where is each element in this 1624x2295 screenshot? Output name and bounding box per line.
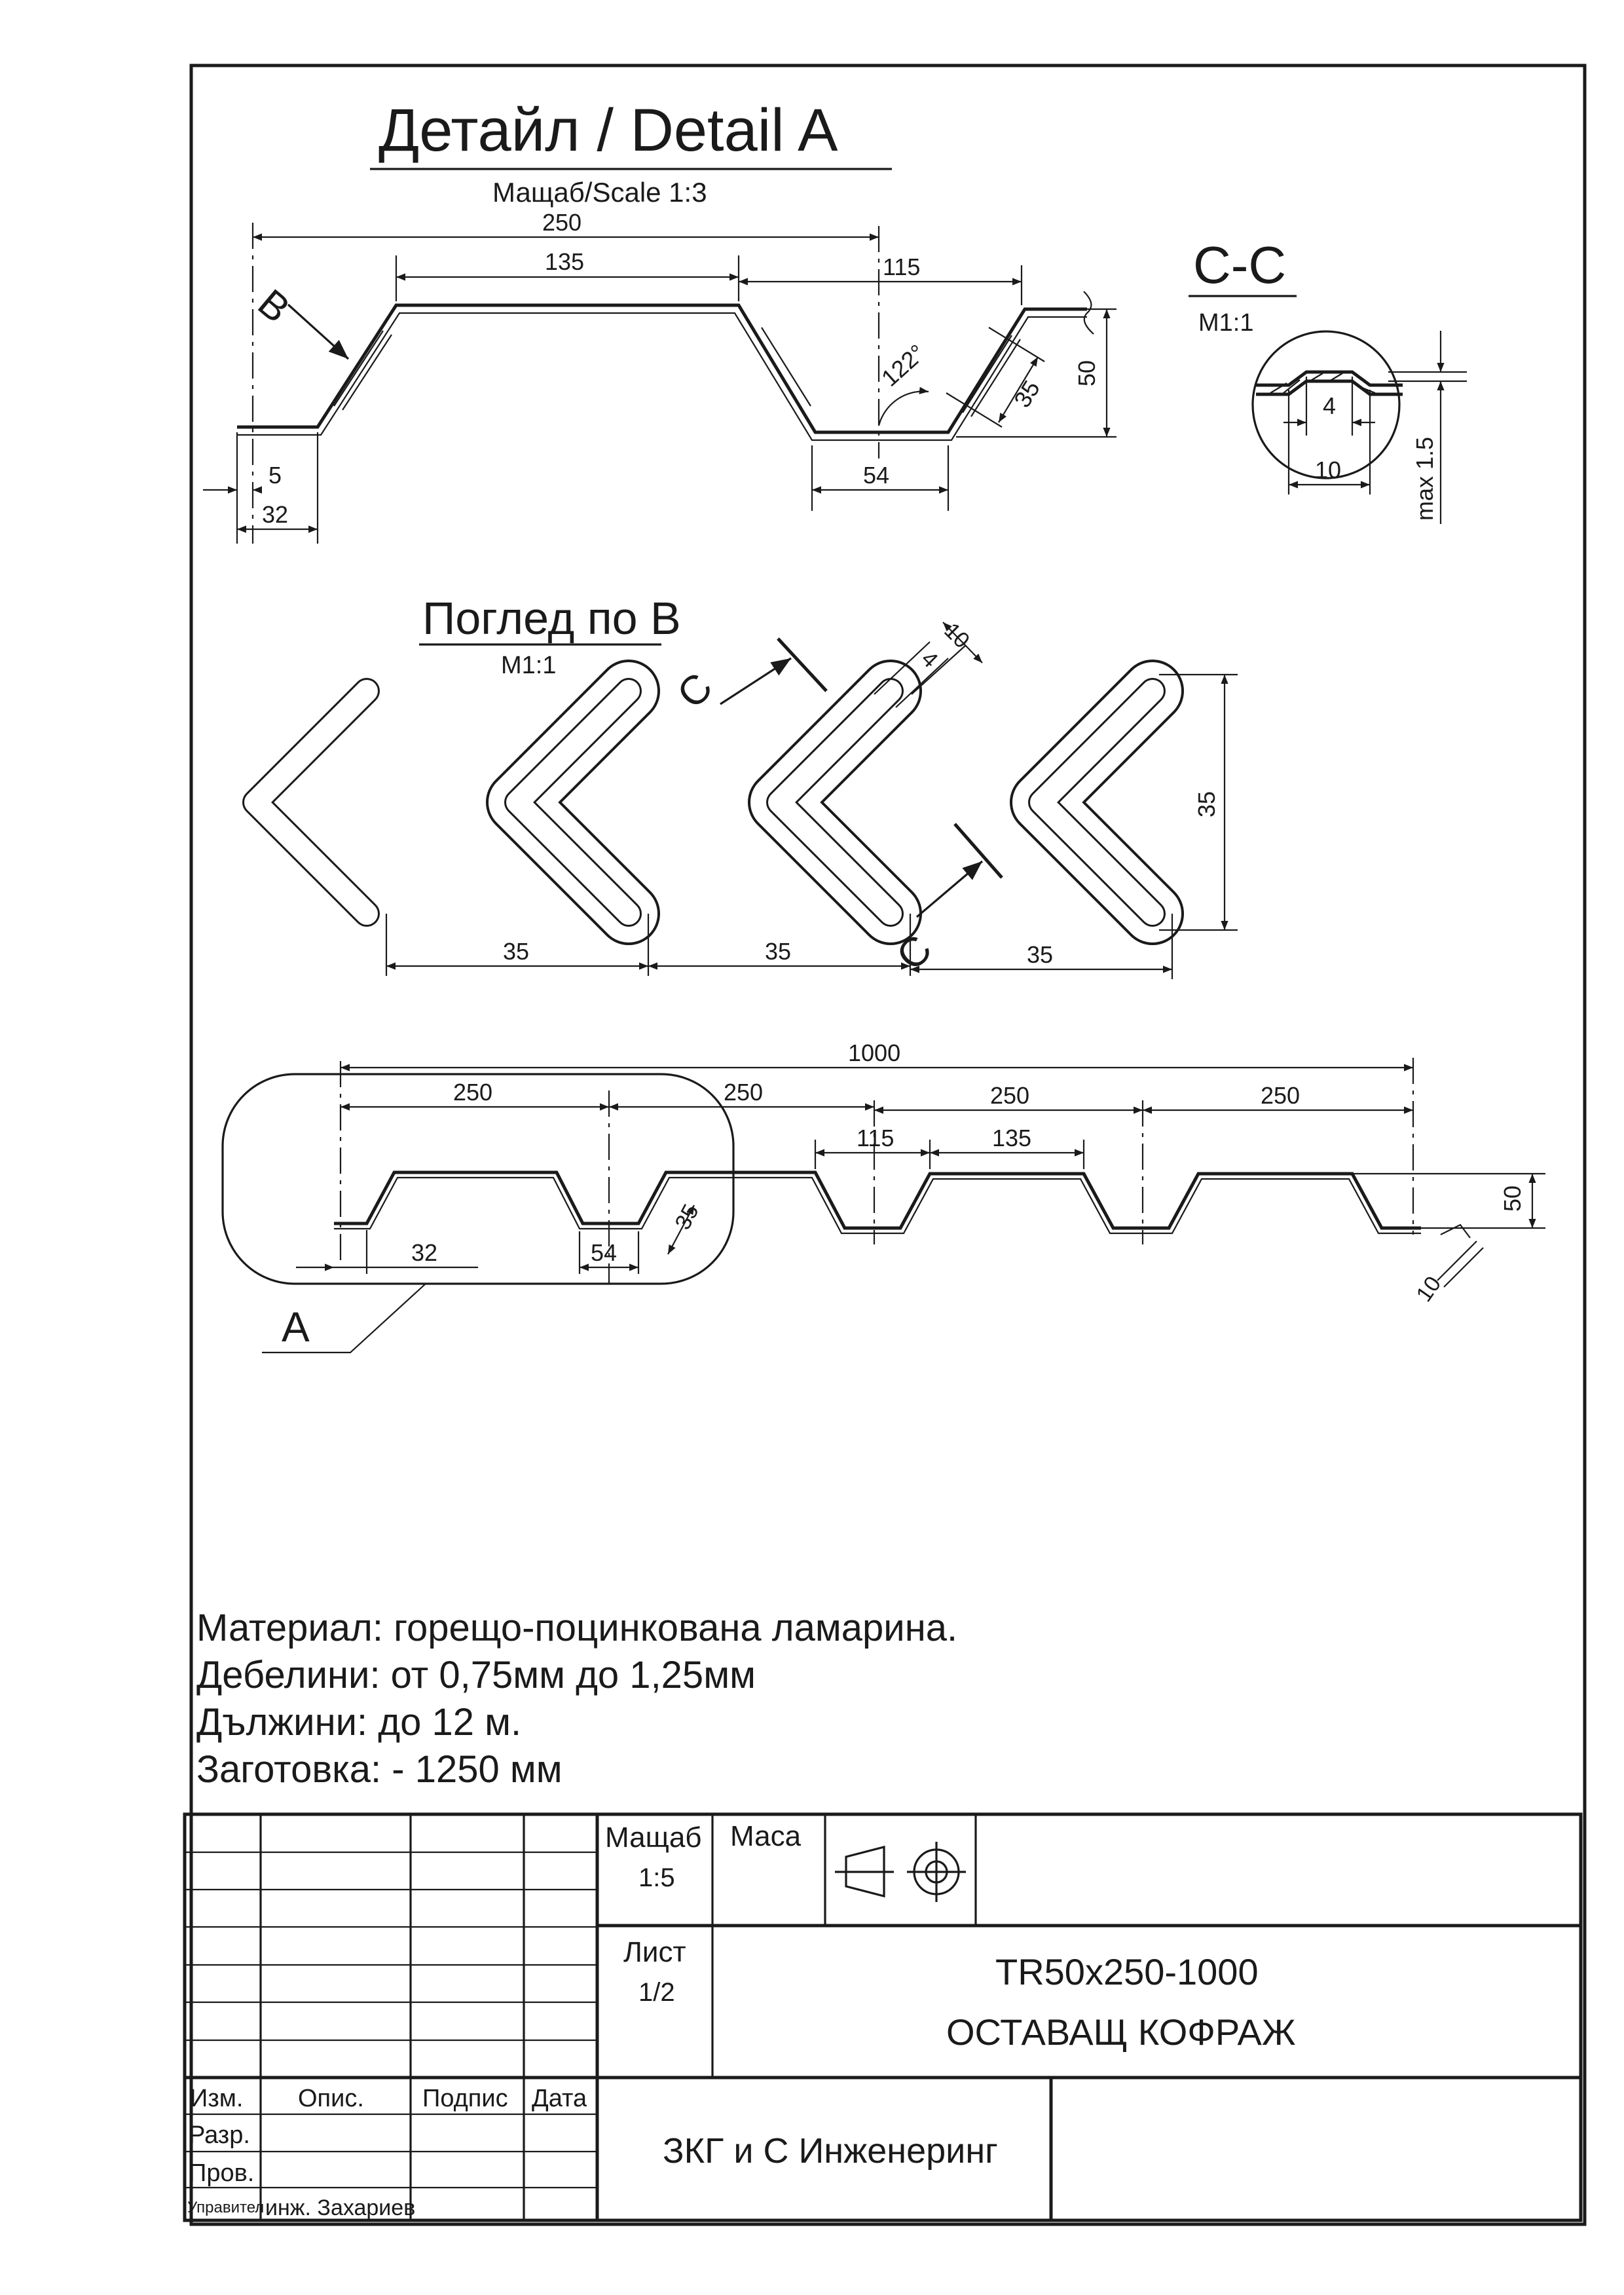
note-thickness: Дебелини: от 0,75мм до 1,25мм [196, 1654, 756, 1696]
emboss-1 [227, 662, 396, 942]
dim-50: 50 [1073, 360, 1100, 386]
tb-row-razr: Разр. [189, 2121, 250, 2149]
tb-head-podpis: Подпис [422, 2085, 508, 2112]
section-c-c: C-C M1:1 4 10 max 1.5 [1189, 236, 1467, 524]
profile-outline [334, 1170, 1421, 1230]
view-b-title: Поглед по B [422, 593, 681, 644]
view-b-dim-35-a: 35 [503, 938, 529, 965]
full-profile: A 1000 250 250 250 250 115 135 [221, 1039, 1545, 1354]
tb-head-opis: Опис. [298, 2085, 364, 2112]
profile-dim-35: 35 [671, 1201, 704, 1234]
profile-dim-32: 32 [411, 1239, 437, 1266]
cut-c-upper: C [669, 664, 721, 717]
profile-dim-250-d: 250 [1261, 1082, 1300, 1109]
note-length: Дължини: до 12 м. [196, 1701, 522, 1744]
dim-250: 250 [542, 209, 581, 236]
view-b-dim-35-b: 35 [765, 938, 791, 965]
tb-scale-value: 1:5 [638, 1863, 675, 1892]
dim-angle: 122° [876, 339, 931, 392]
dim-35-inclined: 35 [1008, 376, 1045, 413]
detail-profile-inner [237, 312, 1087, 441]
detail-a-callout: A [282, 1303, 310, 1351]
tb-row-upravitel: Управител [187, 2199, 264, 2216]
drawing-frame [189, 64, 1587, 2226]
view-b-dim-35-c: 35 [1027, 941, 1053, 968]
tb-drawing-code: TR50x250-1000 [995, 1951, 1259, 1992]
note-blank: Заготовка: - 1250 мм [196, 1748, 563, 1791]
view-b-dim-35-vertical: 35 [1193, 791, 1220, 817]
profile-dim-135: 135 [992, 1125, 1031, 1151]
profile-dim-115: 115 [857, 1125, 894, 1151]
section-dim-10: 10 [1315, 457, 1341, 483]
dim-115: 115 [883, 253, 920, 280]
view-b-label: B [250, 281, 299, 331]
projection-circle-icon [907, 1842, 966, 1902]
view-b-scale: M1:1 [501, 652, 556, 679]
profile-dim-250-b: 250 [724, 1079, 763, 1106]
dim-32: 32 [262, 501, 288, 528]
detail-a: Детайл / Detail A Мащаб/Scale 1:3 250 13… [203, 97, 1116, 544]
detail-a-scale: Мащаб/Scale 1:3 [492, 177, 707, 208]
section-max: max 1.5 [1411, 437, 1438, 521]
tb-sheet-label: Лист [623, 1936, 686, 1968]
emboss-3 [748, 660, 922, 945]
section-title: C-C [1193, 236, 1286, 294]
tb-head-data: Дата [532, 2085, 587, 2112]
note-material: Материал: горещо-поцинкована ламарина. [196, 1607, 958, 1649]
profile-dim-50: 50 [1499, 1185, 1526, 1212]
view-b: Поглед по B M1:1 [227, 593, 1238, 979]
tb-company: ЗКГ и С Инженеринг [663, 2131, 998, 2171]
section-scale: M1:1 [1198, 309, 1253, 337]
detail-a-title: Детайл / Detail A [378, 97, 838, 164]
projection-cone-icon [835, 1845, 894, 1898]
dim-135: 135 [545, 248, 584, 275]
section-dim-4: 4 [1323, 392, 1336, 419]
profile-dim-54: 54 [591, 1239, 617, 1266]
tb-head-izm: Изм. [190, 2085, 243, 2112]
title-block: Мащаб 1:5 Маса Лист 1/2 TR50x250-1000 ОС… [183, 1812, 1583, 2222]
tb-row-prov: Пров. [189, 2159, 254, 2187]
profile-dim-250-a: 250 [453, 1079, 492, 1106]
tb-sheet-value: 1/2 [638, 1978, 675, 2007]
emboss-4 [1010, 660, 1184, 945]
profile-dim-250-c: 250 [990, 1082, 1029, 1109]
tb-manager-name: инж. Захариев [265, 2195, 415, 2220]
dim-54: 54 [863, 462, 889, 489]
profile-dim-1000: 1000 [848, 1039, 900, 1066]
detail-profile-outline [237, 303, 1087, 434]
tb-drawing-name: ОСТАВАЩ КОФРАЖ [946, 2011, 1296, 2053]
dim-5: 5 [268, 462, 282, 489]
emboss-2 [486, 660, 660, 945]
tb-scale-label: Мащаб [605, 1821, 702, 1854]
tb-mass-label: Маса [730, 1820, 802, 1852]
